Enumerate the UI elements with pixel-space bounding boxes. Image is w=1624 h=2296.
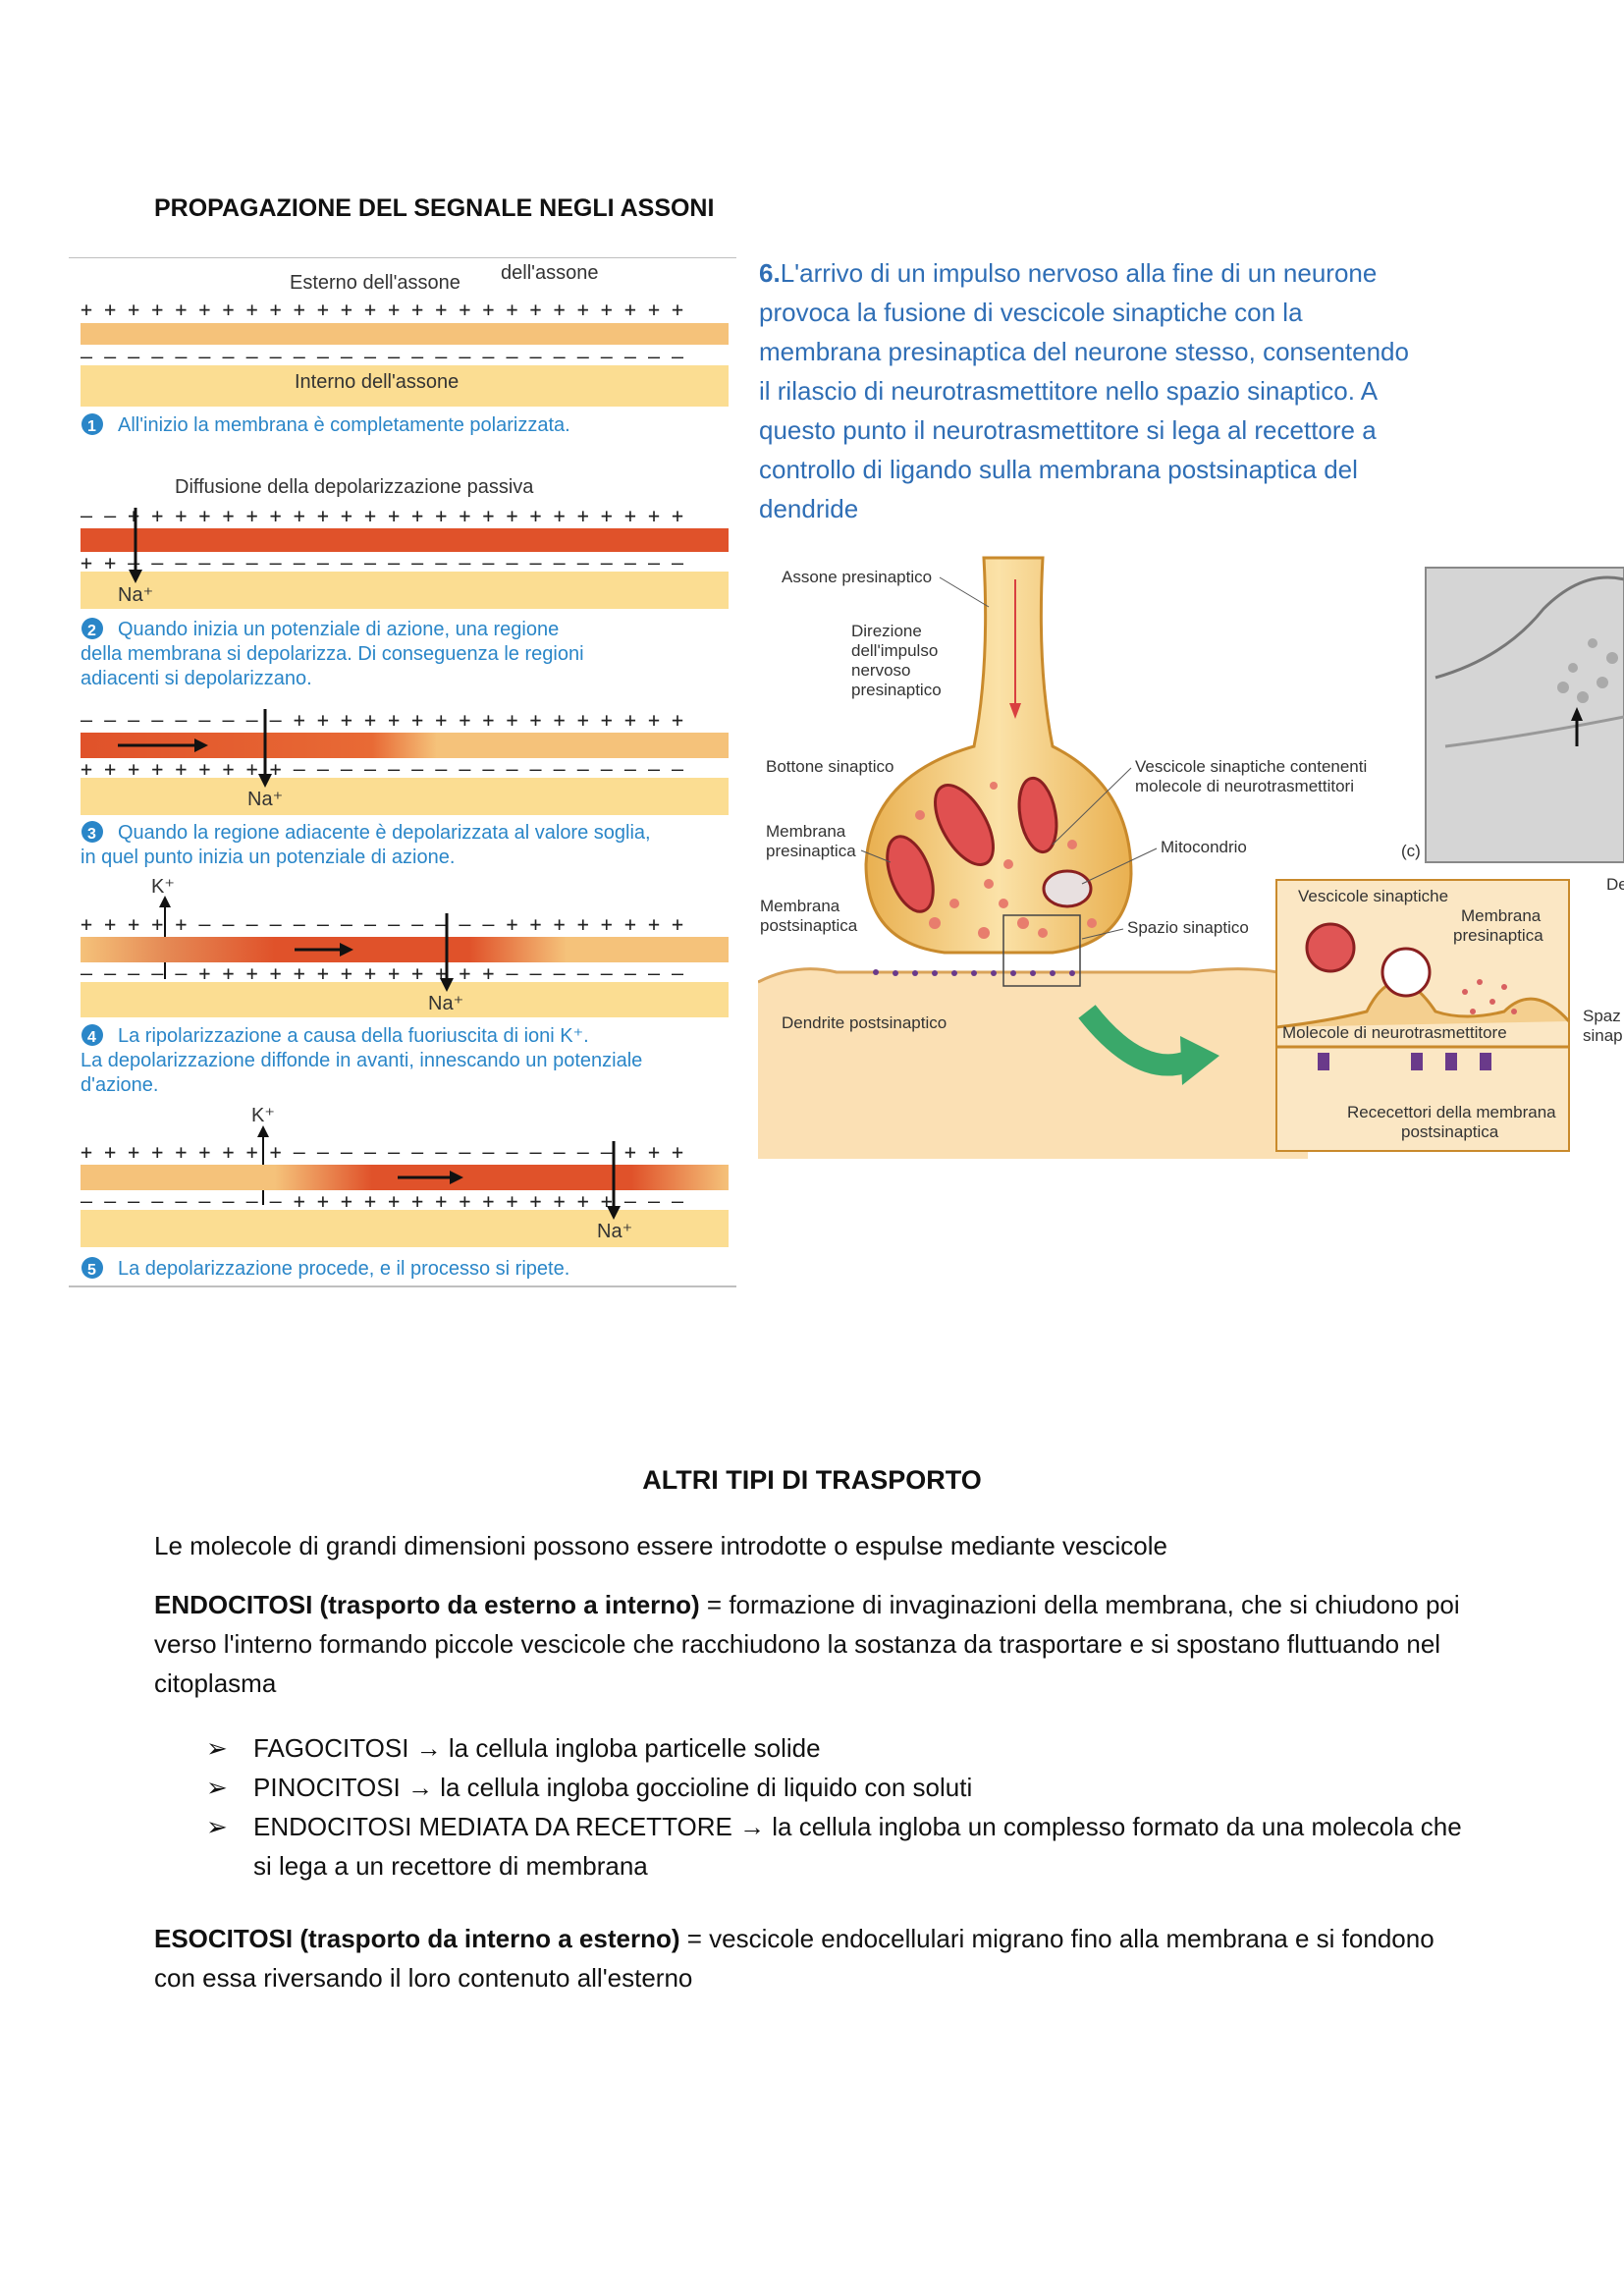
svg-text:Dendrite postsinaptico: Dendrite postsinaptico — [782, 1013, 947, 1032]
svg-text:– – – – – – – – – + + + + + +: – – – – – – – – – + + + + + + + + + + + … — [81, 1189, 684, 1213]
svg-text:– – – – – – – – – + + + + + +: – – – – – – – – – + + + + + + + + + + + … — [81, 708, 683, 732]
svg-text:Quando la regione adiacente è: Quando la regione adiacente è depolarizz… — [118, 822, 651, 844]
label-internal: Interno dell'assone — [295, 371, 459, 393]
svg-text:+ + + + + – – – – – – – – – –: + + + + + – – – – – – – – – – – – – + + … — [81, 912, 683, 936]
svg-text:postsinaptica: postsinaptica — [760, 916, 858, 935]
svg-text:Direzione: Direzione — [851, 622, 922, 640]
svg-text:Spaz: Spaz — [1583, 1007, 1621, 1025]
svg-text:K⁺: K⁺ — [251, 1105, 275, 1126]
bullet-arrow-icon: ➢ — [206, 1812, 228, 1841]
svg-text:Spazio sinaptico: Spazio sinaptico — [1127, 918, 1249, 937]
list-item: ➢ PINOCITOSI → la cellula ingloba goccio… — [206, 1768, 1483, 1807]
svg-text:+ + + + + + + + + – – – – – –: + + + + + + + + + – – – – – – – – – – – … — [81, 757, 684, 781]
svg-text:Membrana: Membrana — [760, 897, 840, 915]
svg-text:La depolarizzazione diffonde i: La depolarizzazione diffonde in avanti, … — [81, 1050, 642, 1071]
svg-text:1: 1 — [87, 418, 96, 435]
axon-propagation-figure: Esterno dell'assone dell'assone + + + + … — [69, 257, 736, 1287]
svg-text:+ + + + + + + + + – – – – – –: + + + + + + + + + – – – – – – – – – – – … — [81, 1140, 683, 1164]
esocitosi-heading: ESOCITOSI (trasporto da interno a estern… — [154, 1924, 680, 1953]
synapse-figure: Assone presinaptico Direzione dell'impul… — [758, 556, 1624, 1159]
svg-text:+ + + + + + + + + + + + + + +: + + + + + + + + + + + + + + + + + + + + … — [81, 298, 683, 321]
synapse-paragraph: 6.L'arrivo di un impulso nervoso alla fi… — [759, 258, 1409, 523]
step1-caption: All'inizio la membrana è completamente p… — [118, 414, 570, 436]
svg-text:Na⁺: Na⁺ — [247, 789, 283, 810]
label-external-2: dell'assone — [501, 262, 598, 284]
svg-text:Vescicole sinaptiche: Vescicole sinaptiche — [1298, 887, 1448, 905]
svg-text:Na⁺: Na⁺ — [118, 584, 153, 606]
intro-paragraph: Le molecole di grandi dimensioni possono… — [154, 1531, 1167, 1560]
svg-text:in quel punto inizia un potenz: in quel punto inizia un potenziale di az… — [81, 847, 455, 868]
svg-text:Rececettori della membrana: Rececettori della membrana — [1347, 1103, 1556, 1121]
paragraph-number: 6. — [759, 258, 781, 288]
svg-text:Bottone sinaptico: Bottone sinaptico — [766, 757, 893, 776]
passive-label: Diffusione della depolarizzazione passiv… — [175, 476, 534, 498]
section-title-trasporto: ALTRI TIPI DI TRASPORTO — [642, 1465, 982, 1495]
svg-text:Assone presinaptico: Assone presinaptico — [782, 568, 932, 586]
svg-text:– – + + + + + + + + + + + + +: – – + + + + + + + + + + + + + + + + + + … — [81, 504, 683, 527]
svg-text:Quando inizia un potenziale di: Quando inizia un potenziale di azione, u… — [118, 619, 559, 640]
svg-text:postsinaptica: postsinaptica — [1401, 1122, 1499, 1141]
svg-text:molecole di neurotrasmettitori: molecole di neurotrasmettitori — [1135, 777, 1354, 795]
bullet-arrow-icon: ➢ — [206, 1773, 228, 1802]
svg-text:presinaptico: presinaptico — [851, 681, 942, 699]
svg-text:dell'impulso: dell'impulso — [851, 641, 938, 660]
svg-text:adiacenti si depolarizzano.: adiacenti si depolarizzano. — [81, 668, 312, 689]
svg-text:3: 3 — [87, 826, 96, 843]
svg-text:presinaptica: presinaptica — [766, 842, 856, 860]
endocitosi-heading: ENDOCITOSI (trasporto da esterno a inter… — [154, 1590, 700, 1619]
svg-text:Vescicole sinaptiche contenent: Vescicole sinaptiche contenenti — [1135, 757, 1367, 776]
svg-text:4: 4 — [87, 1029, 96, 1046]
svg-text:Membrana: Membrana — [1461, 906, 1542, 925]
svg-text:nervoso: nervoso — [851, 661, 910, 680]
bullet-list: ➢ FAGOCITOSI → la cellula ingloba partic… — [206, 1728, 1483, 1886]
svg-text:– – – – – + + + + + + + + + +: – – – – – + + + + + + + + + + + + + – – … — [81, 961, 684, 985]
svg-text:sinap: sinap — [1583, 1026, 1623, 1045]
svg-text:De: De — [1606, 875, 1624, 894]
svg-text:Na⁺: Na⁺ — [428, 993, 463, 1014]
label-external: Esterno dell'assone — [290, 272, 460, 294]
svg-text:Na⁺: Na⁺ — [597, 1221, 632, 1242]
svg-text:Mitocondrio: Mitocondrio — [1161, 838, 1247, 856]
section-title-propagazione: PROPAGAZIONE DEL SEGNALE NEGLI ASSONI — [154, 194, 715, 222]
svg-text:della membrana si depolarizza.: della membrana si depolarizza. Di conseg… — [81, 643, 584, 665]
svg-text:d'azione.: d'azione. — [81, 1074, 158, 1096]
svg-text:presinaptica: presinaptica — [1453, 926, 1543, 945]
svg-text:– – – – – – – – – – – – – – –: – – – – – – – – – – – – – – – – – – – – … — [81, 345, 684, 368]
svg-text:La depolarizzazione procede, e: La depolarizzazione procede, e il proces… — [118, 1258, 569, 1280]
svg-text:+ + – – – – – – – – – – – – –: + + – – – – – – – – – – – – – – – – – – … — [81, 551, 684, 574]
svg-text:La ripolarizzazione a causa de: La ripolarizzazione a causa della fuoriu… — [118, 1025, 589, 1047]
svg-text:2: 2 — [87, 623, 96, 639]
list-item: ➢ FAGOCITOSI → la cellula ingloba partic… — [206, 1728, 1483, 1768]
svg-text:(c): (c) — [1401, 842, 1421, 860]
svg-text:Membrana: Membrana — [766, 822, 846, 841]
bullet-arrow-icon: ➢ — [206, 1733, 228, 1763]
svg-text:Molecole di neurotrasmettitore: Molecole di neurotrasmettitore — [1282, 1023, 1507, 1042]
esocitosi-paragraph: ESOCITOSI (trasporto da interno a estern… — [154, 1924, 1435, 1993]
list-item: ➢ ENDOCITOSI MEDIATA DA RECETTORE → la c… — [206, 1807, 1483, 1886]
svg-text:5: 5 — [87, 1262, 96, 1279]
endocitosi-paragraph: ENDOCITOSI (trasporto da esterno a inter… — [154, 1590, 1460, 1698]
svg-text:K⁺: K⁺ — [151, 876, 175, 898]
